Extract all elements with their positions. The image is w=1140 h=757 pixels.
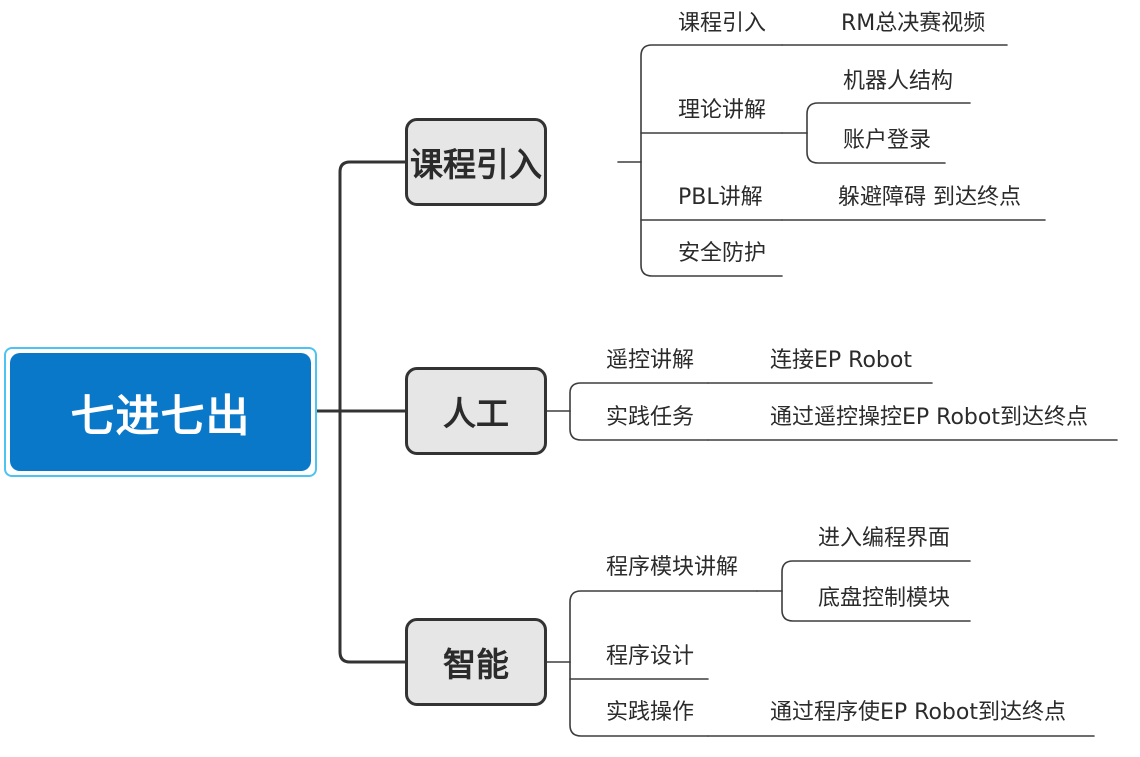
topic-label[interactable]: 程序设计 (606, 644, 695, 669)
branch-node-intelligent[interactable]: 智能 (405, 618, 547, 706)
topic-label[interactable]: 遥控讲解 (606, 348, 695, 373)
topic-label[interactable]: 实践操作 (606, 700, 695, 725)
detail-label[interactable]: 连接EP Robot (770, 348, 912, 373)
detail-label[interactable]: 进入编程界面 (818, 526, 951, 551)
topic-label[interactable]: 程序模块讲解 (606, 555, 739, 580)
root-node[interactable]: 七进七出 (10, 353, 311, 471)
branch-node-manual[interactable]: 人工 (405, 367, 547, 455)
topic-label[interactable]: 理论讲解 (678, 98, 767, 123)
topic-label[interactable]: PBL讲解 (678, 185, 763, 210)
topic-label[interactable]: 实践任务 (606, 405, 695, 430)
detail-label[interactable]: 通过遥控操控EP Robot到达终点 (770, 405, 1088, 430)
detail-label[interactable]: 躲避障碍 到达终点 (838, 185, 1021, 210)
detail-label[interactable]: RM总决赛视频 (841, 11, 986, 36)
branch-node-course-intro[interactable]: 课程引入 (405, 118, 547, 206)
detail-label[interactable]: 通过程序使EP Robot到达终点 (770, 700, 1066, 725)
detail-label[interactable]: 机器人结构 (843, 69, 954, 94)
detail-label[interactable]: 账户登录 (843, 128, 932, 153)
root-node-outline (4, 347, 317, 477)
detail-label[interactable]: 底盘控制模块 (818, 586, 951, 611)
topic-label[interactable]: 安全防护 (678, 241, 767, 266)
topic-label[interactable]: 课程引入 (678, 11, 767, 36)
